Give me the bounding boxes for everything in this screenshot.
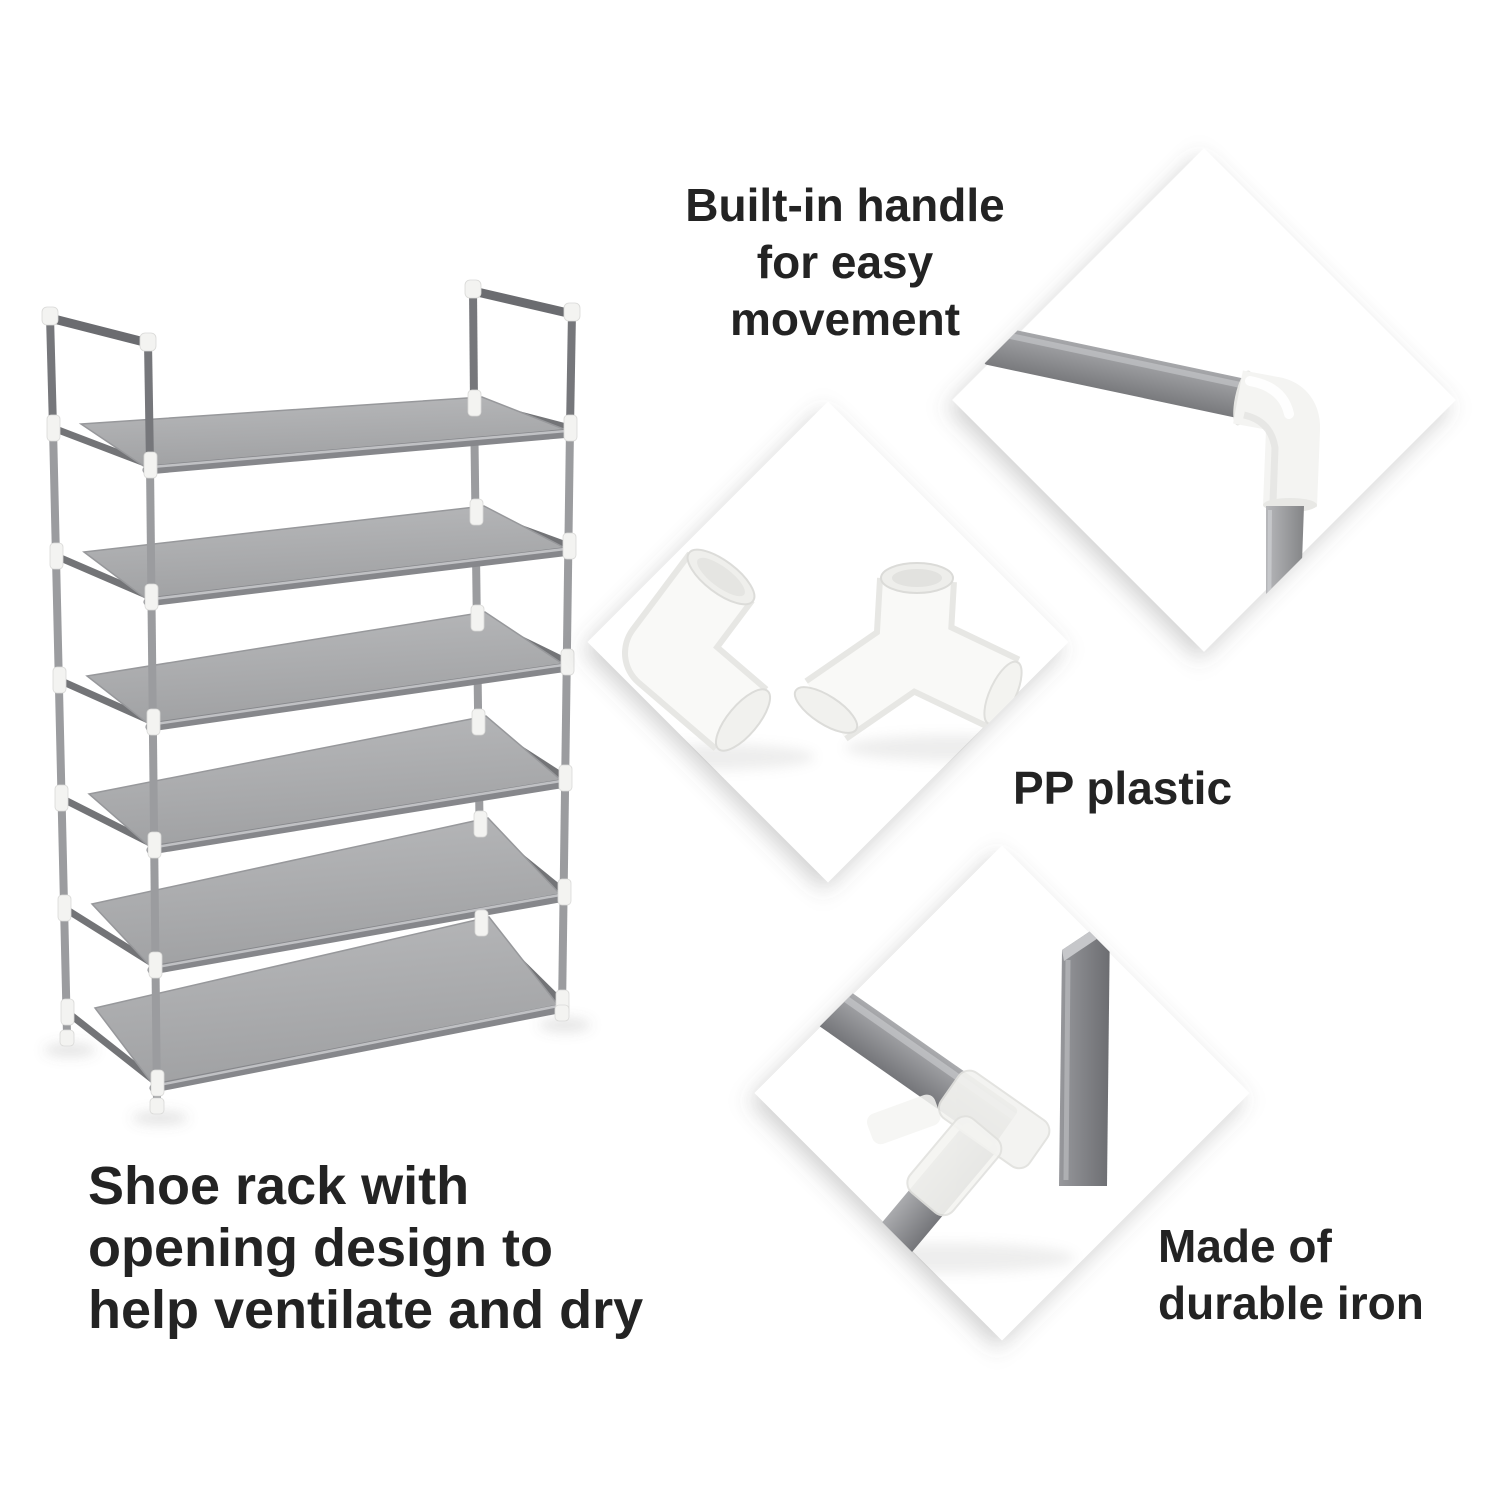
shelf-6 (64, 916, 568, 1093)
pp-plastic-photo-diamond (587, 401, 1069, 883)
handle-caption-line: for easy (756, 236, 934, 288)
shelf-2 (54, 505, 575, 607)
rack-connectors (41, 279, 581, 1115)
iron-caption: Made of durable iron (1158, 1218, 1424, 1332)
shoe-rack-caption-line: opening design to (88, 1218, 553, 1278)
shelf-4 (59, 715, 571, 855)
shoe-rack-floor-shadows (44, 1018, 591, 1125)
iron-tubes-photo (815, 918, 1110, 1273)
iron-caption-line: Made of (1158, 1220, 1332, 1272)
rack-handle-bars (48, 286, 574, 348)
iron-tube-vertical (1059, 918, 1110, 1186)
handle-caption-line: movement (729, 293, 961, 345)
shoe-rack-caption: Shoe rack with opening design to help ve… (88, 1155, 643, 1341)
handle-caption: Built-in handle for easy movement (595, 177, 1095, 348)
shoe-rack-caption-line: help ventilate and dry (88, 1280, 644, 1340)
shoe-rack-caption-line: Shoe rack with (88, 1156, 470, 1216)
shelf-3 (57, 611, 573, 732)
rack-front-posts (144, 311, 576, 1104)
pp-three-way-fitting (793, 562, 1023, 742)
handle-caption-line: Built-in handle (685, 179, 1005, 231)
shelf-5 (62, 817, 570, 975)
pp-plastic-caption-line: PP plastic (1013, 762, 1233, 814)
pp-plastic-caption: PP plastic (1013, 760, 1232, 817)
plastic-sleeve-lower (906, 1115, 1003, 1217)
handle-corner-photo-diamond (952, 148, 1456, 655)
shelf-1 (51, 396, 576, 475)
pp-connectors-photo (615, 548, 1055, 770)
rack-shelves (51, 396, 576, 1093)
shoe-rack-photo (41, 279, 591, 1125)
iron-caption-line: durable iron (1158, 1277, 1424, 1329)
pp-elbow-fitting (622, 548, 771, 752)
